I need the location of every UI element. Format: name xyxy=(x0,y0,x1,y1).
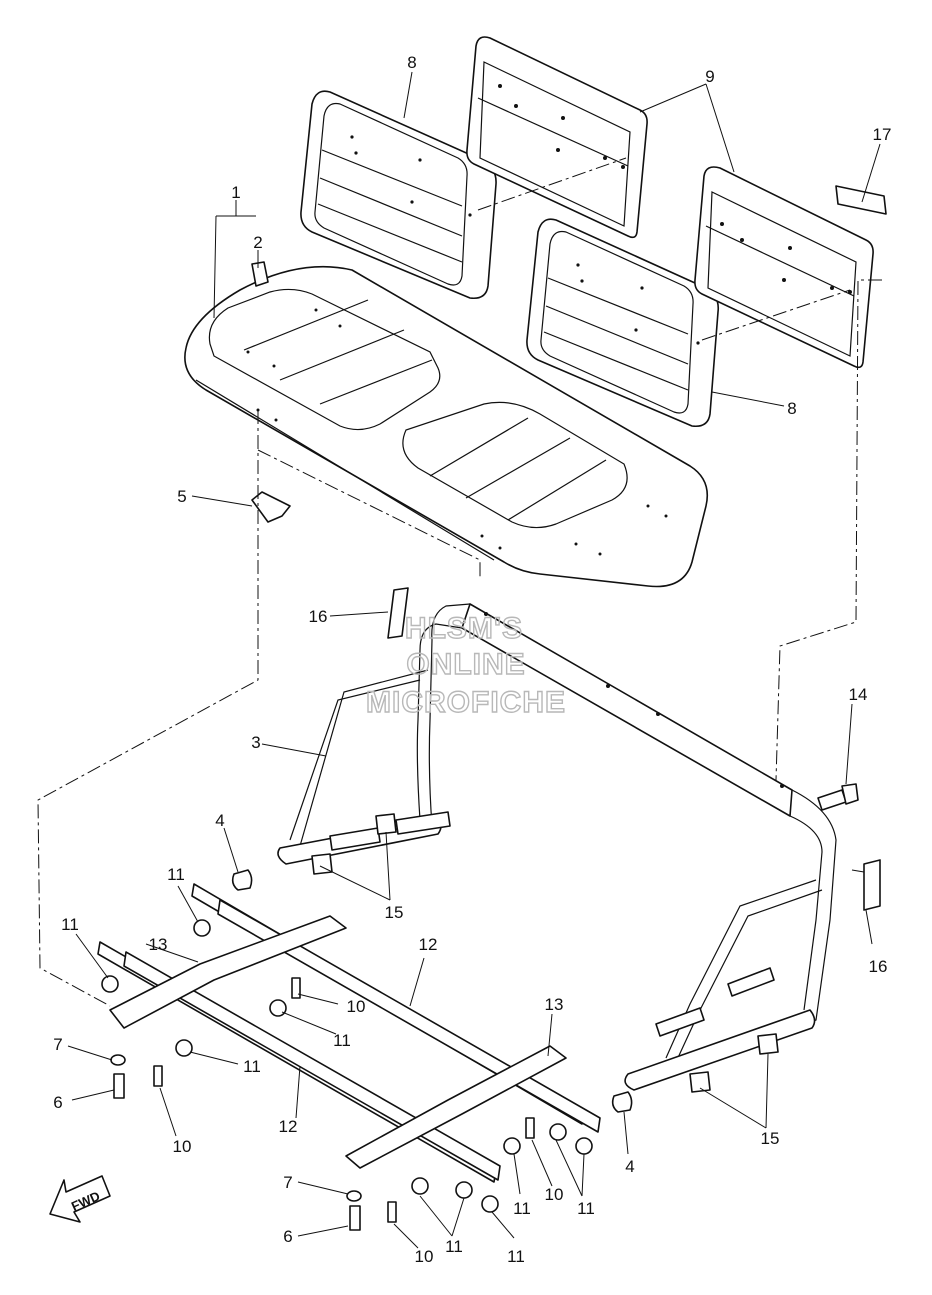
watermark-line-3: MICROFICHE xyxy=(366,686,566,719)
seat-cushion xyxy=(184,261,709,588)
assembly-chain-lines xyxy=(37,157,882,1007)
warning-label-16-lower xyxy=(863,859,881,911)
callout-9: 9 xyxy=(705,67,714,86)
callout-15-left: 15 xyxy=(385,903,404,922)
watermark: HLSM'S ONLINE MICROFICHE xyxy=(365,611,566,719)
fwd-arrow-icon: FWD xyxy=(49,1175,111,1223)
backrest-panel-right xyxy=(694,166,874,369)
callout-7-left: 7 xyxy=(53,1035,62,1054)
callout-10-c: 10 xyxy=(545,1185,564,1204)
backrest-cushion-left xyxy=(300,90,497,300)
seat-bracket-5 xyxy=(251,491,291,523)
callout-14: 14 xyxy=(849,685,868,704)
callout-16-upper: 16 xyxy=(309,607,328,626)
backrest-panel-left xyxy=(466,36,648,239)
callout-10-d: 10 xyxy=(415,1247,434,1266)
callout-13-left: 13 xyxy=(149,935,168,954)
bolt-14 xyxy=(817,783,859,811)
callout-11-e: 11 xyxy=(513,1199,531,1218)
callout-8-right: 8 xyxy=(787,399,796,418)
callout-12-bottom: 12 xyxy=(279,1117,298,1136)
callout-11-c: 11 xyxy=(333,1031,351,1050)
callout-15-right: 15 xyxy=(761,1129,780,1148)
warning-label-17 xyxy=(835,185,887,215)
callout-12-top: 12 xyxy=(419,935,438,954)
callout-10-b: 10 xyxy=(173,1137,192,1156)
callout-10-a: 10 xyxy=(347,997,366,1016)
callout-1: 1 xyxy=(231,183,240,202)
callout-3: 3 xyxy=(251,733,260,752)
callout-4-left: 4 xyxy=(215,811,224,830)
callout-11-h: 11 xyxy=(507,1247,525,1266)
callout-11-a: 11 xyxy=(167,865,185,884)
seat-label-2 xyxy=(251,261,269,287)
callout-11-f: 11 xyxy=(577,1199,595,1218)
backrest-cushion-right xyxy=(526,218,720,428)
callout-7-right: 7 xyxy=(283,1173,292,1192)
callout-11-b: 11 xyxy=(61,915,79,934)
callout-labels: 1 2 3 4 4 5 6 6 7 7 8 8 9 10 10 10 10 11… xyxy=(53,53,891,1266)
fasteners xyxy=(101,919,593,1231)
callout-4-right: 4 xyxy=(625,1157,634,1176)
rubber-bumpers-15 xyxy=(311,813,779,1093)
callout-11-d: 11 xyxy=(243,1057,261,1076)
watermark-line-2: ONLINE xyxy=(406,648,525,681)
seat-mount-rails xyxy=(97,883,601,1183)
callout-13-right: 13 xyxy=(545,995,564,1014)
callout-6-right: 6 xyxy=(283,1227,292,1246)
callout-2: 2 xyxy=(253,233,262,252)
seat-back-frame xyxy=(277,603,837,1091)
callout-8-top: 8 xyxy=(407,53,416,72)
callout-6-left: 6 xyxy=(53,1093,62,1112)
callout-17: 17 xyxy=(873,125,892,144)
callout-16-lower: 16 xyxy=(869,957,888,976)
warning-label-16-upper xyxy=(387,587,409,639)
watermark-line-1: HLSM'S xyxy=(405,612,523,645)
leader-lines xyxy=(67,71,881,1249)
frame-cap-4-right xyxy=(611,1091,633,1113)
callout-5: 5 xyxy=(177,487,186,506)
frame-cap-4-left xyxy=(231,869,253,891)
callout-11-g: 11 xyxy=(445,1237,463,1256)
